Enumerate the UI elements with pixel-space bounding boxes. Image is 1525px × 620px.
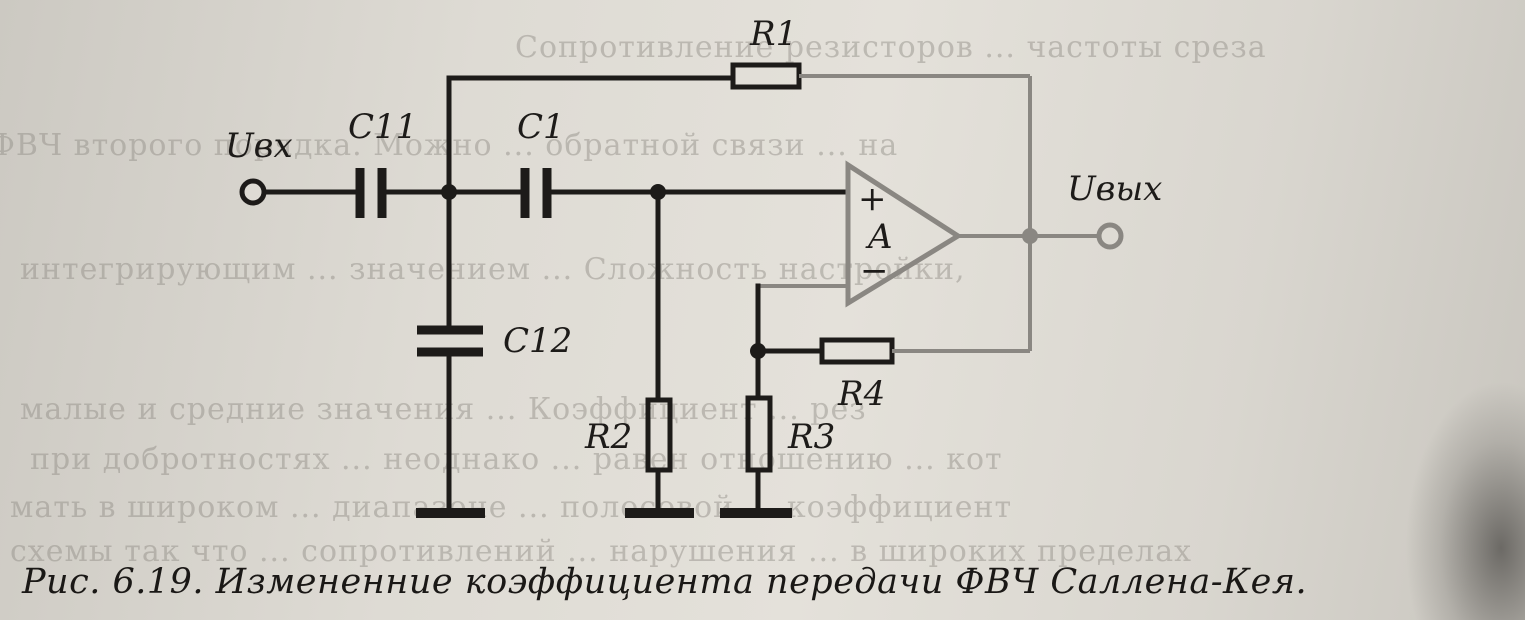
background-text-line: при добротностях ... неоднако ... равен … [30, 442, 1003, 477]
resistor-r2 [645, 397, 673, 473]
background-text-line: интегрирующим ... значением ... Сложност… [20, 252, 966, 287]
junction-node-output [1022, 228, 1038, 244]
label-r3: R3 [787, 417, 835, 457]
output-terminal [1096, 222, 1124, 250]
label-uvyx: Uвых [1067, 169, 1162, 209]
background-text-line: Сопротивление резисторов ... частоты сре… [515, 30, 1267, 65]
capacitor-c12 [417, 325, 483, 357]
label-uvx: Uвх [225, 126, 293, 166]
opamp-label: A [865, 217, 893, 257]
opamp-plus-label: + [858, 179, 887, 219]
background-text-line: схемы так что ... сопротивлений ... нару… [10, 534, 1193, 569]
background-text-line: малые и средние значения ... Коэффициент… [20, 392, 867, 427]
opamp-minus-label: − [860, 251, 889, 291]
sallen-key-hpf-schematic: + − A Uвх C11 C1 R1 C12 R2 R3 R4 Uвых [225, 14, 1162, 518]
background-text-line: мать в широком ... диапазоне ... полосов… [10, 490, 1013, 525]
label-c11: C11 [348, 107, 417, 147]
resistor-r1 [730, 62, 802, 90]
label-r4: R4 [837, 374, 885, 414]
capacitor-c1 [520, 168, 552, 218]
capacitor-c11 [355, 168, 387, 218]
resistor-r4 [819, 337, 895, 365]
figure-caption: Рис. 6.19. Измененние коэффициента перед… [22, 562, 1308, 602]
label-r2: R2 [584, 417, 632, 457]
opamp-a [845, 160, 963, 308]
label-c1: C1 [517, 107, 565, 147]
label-c12: C12 [503, 321, 572, 361]
page-edge-shadow [1405, 380, 1525, 620]
resistor-r3 [745, 395, 773, 473]
input-terminal [239, 178, 267, 206]
label-r1: R1 [749, 14, 797, 54]
